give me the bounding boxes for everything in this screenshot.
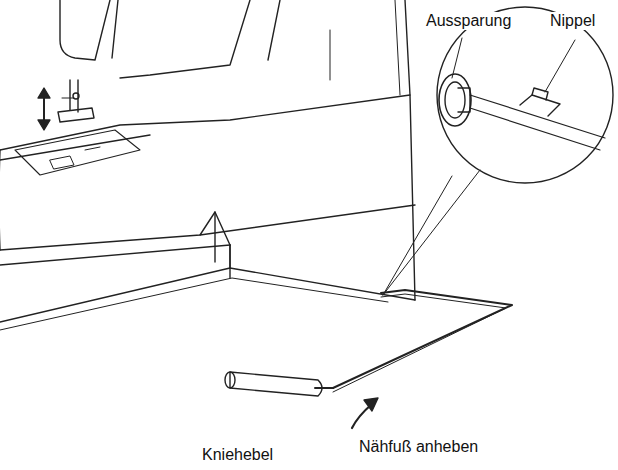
part-label: Kniehebel (200, 446, 275, 464)
action-label: Nähfuß anheben (357, 438, 480, 456)
inset-detail (383, 7, 613, 295)
knee-lever (225, 290, 512, 428)
part-label: Aussparung (424, 12, 513, 30)
part-label: Nippel (548, 12, 597, 30)
sewing-machine (0, 0, 415, 330)
